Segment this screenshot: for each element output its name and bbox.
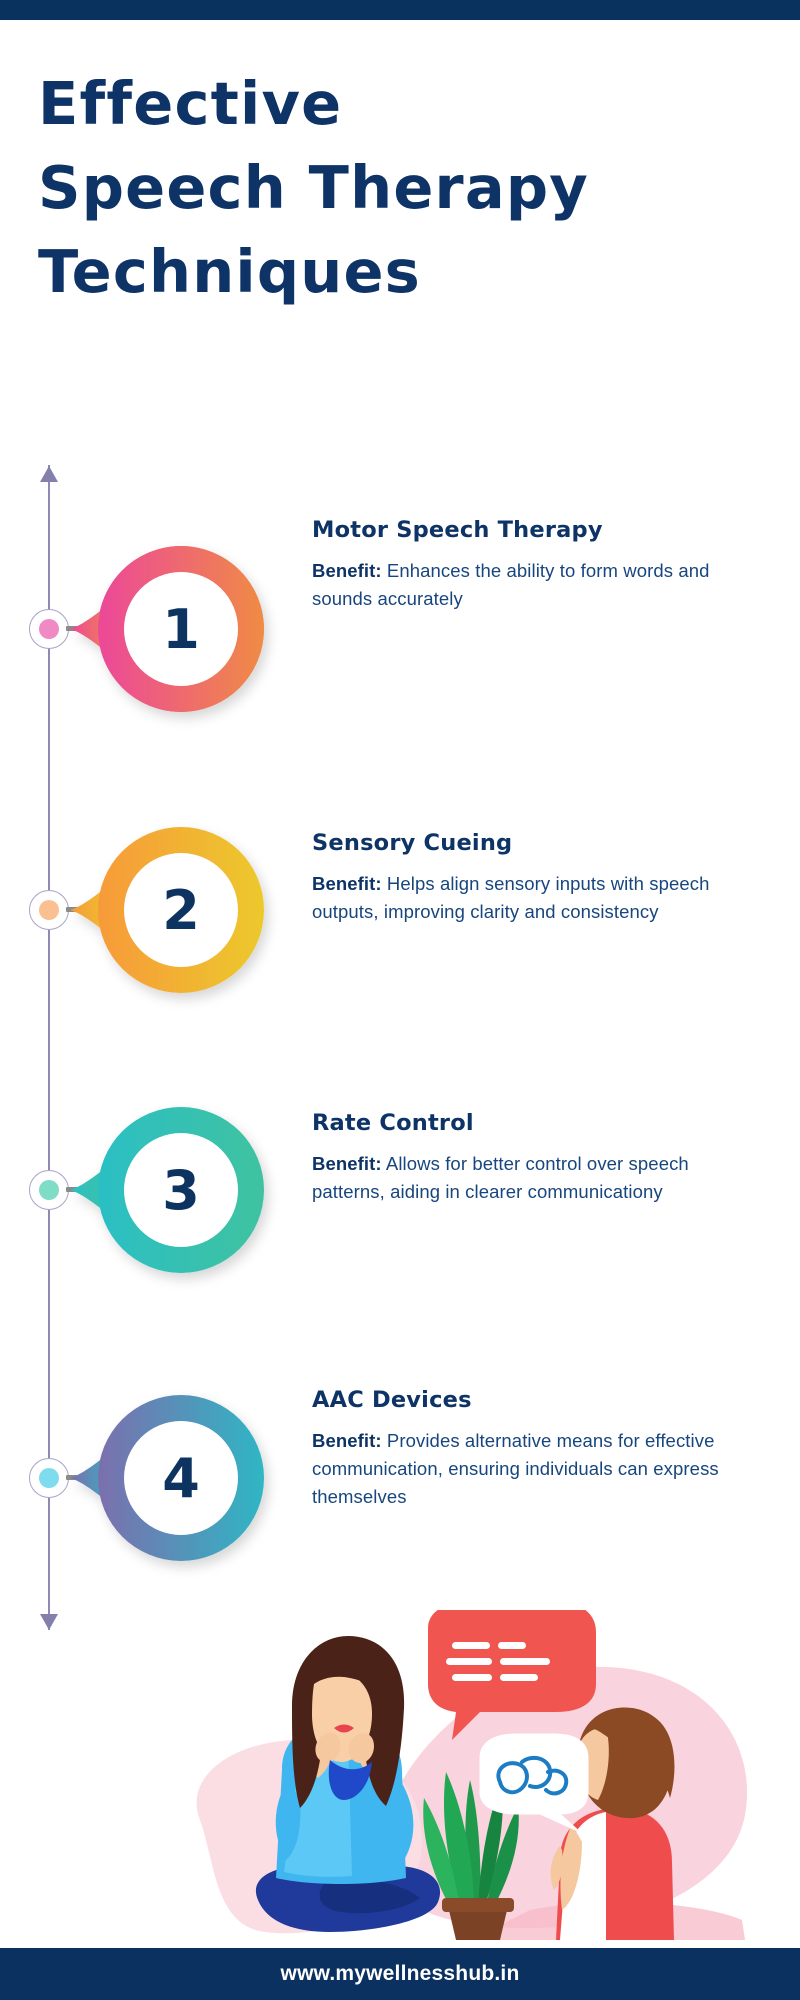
timeline-node-dot-2 [39, 900, 59, 920]
timeline-node-dot-3 [39, 1180, 59, 1200]
benefit-label-4: Benefit: [312, 1429, 382, 1451]
timeline-node-3 [29, 1170, 69, 1210]
step-number-2: 2 [162, 878, 200, 942]
step-badge-1: 1 [70, 544, 266, 714]
benefit-text-2: Helps align sensory inputs with speech o… [312, 872, 710, 923]
step-text-1: Motor Speech Therapy Benefit: Enhances t… [312, 515, 732, 613]
arrow-down-icon [40, 1614, 58, 1630]
timeline-axis [48, 465, 50, 1630]
step-number-1: 1 [162, 597, 200, 661]
speech-bubble-red [428, 1610, 596, 1740]
step-title-2: Sensory Cueing [312, 830, 513, 856]
step-title-3: Rate Control [312, 1110, 474, 1136]
step-badge-4: 4 [70, 1393, 266, 1563]
plant [423, 1772, 519, 1940]
step-number-3: 3 [162, 1158, 200, 1222]
benefit-text-1: Enhances the ability to form words and s… [312, 559, 710, 610]
step-text-2: Sensory Cueing Benefit: Helps align sens… [312, 828, 732, 926]
step-item-4[interactable]: 4 AAC Devices Benefit: Provides alternat… [0, 1365, 800, 1575]
page-title: Effective Speech Therapy Techniques [38, 62, 758, 313]
page-title-line-2: Speech Therapy [38, 152, 589, 222]
step-benefit-1: Benefit: Enhances the ability to form wo… [312, 557, 732, 613]
timeline-node-dot-1 [39, 619, 59, 639]
top-accent-bar [0, 0, 800, 20]
arrow-up-icon [40, 466, 58, 482]
step-benefit-2: Benefit: Helps align sensory inputs with… [312, 870, 732, 926]
step-text-3: Rate Control Benefit: Allows for better … [312, 1108, 732, 1206]
timeline-node-1 [29, 609, 69, 649]
step-badge-3: 3 [70, 1105, 266, 1275]
timeline-node-2 [29, 890, 69, 930]
benefit-label-2: Benefit: [312, 872, 382, 894]
benefit-label-3: Benefit: [312, 1152, 382, 1174]
step-badge-2: 2 [70, 825, 266, 995]
timeline-node-4 [29, 1458, 69, 1498]
benefit-text-4: Provides alternative means for effective… [312, 1429, 719, 1508]
step-title-1: Motor Speech Therapy [312, 517, 603, 543]
benefit-text-3: Allows for better control over speech pa… [312, 1152, 689, 1203]
step-number-4: 4 [162, 1446, 200, 1510]
speech-bubble-white [479, 1733, 589, 1833]
step-benefit-4: Benefit: Provides alternative means for … [312, 1427, 732, 1511]
step-text-4: AAC Devices Benefit: Provides alternativ… [312, 1385, 732, 1511]
website-url[interactable]: www.mywellnesshub.in [280, 1962, 520, 1985]
step-item-3[interactable]: 3 Rate Control Benefit: Allows for bette… [0, 1090, 800, 1300]
speech-therapy-session-illustration [0, 1610, 800, 1955]
benefit-label-1: Benefit: [312, 559, 382, 581]
timeline-node-dot-4 [39, 1468, 59, 1488]
step-title-4: AAC Devices [312, 1387, 472, 1413]
page-title-line-1: Effective [38, 69, 343, 138]
step-item-2[interactable]: 2 Sensory Cueing Benefit: Helps align se… [0, 810, 800, 1020]
step-item-1[interactable]: 1 Motor Speech Therapy Benefit: Enhances… [0, 515, 800, 725]
therapist-figure [255, 1636, 441, 1932]
footer-bar: www.mywellnesshub.in [0, 1948, 800, 2000]
page-title-line-3: Techniques [38, 236, 421, 306]
step-benefit-3: Benefit: Allows for better control over … [312, 1150, 732, 1206]
